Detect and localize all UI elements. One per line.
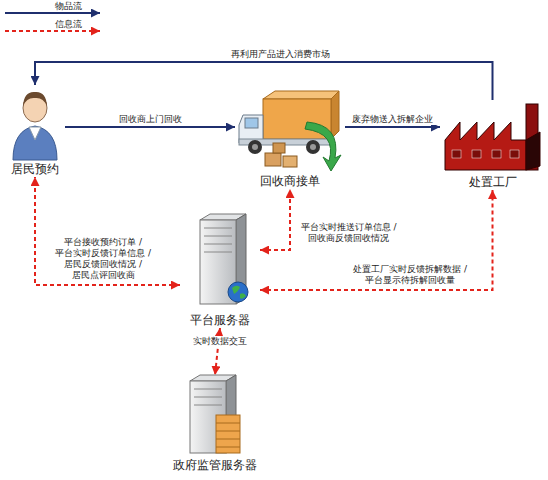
person-hair: [23, 92, 47, 106]
storage-stack: [216, 415, 240, 453]
wheel-hub: [310, 144, 316, 150]
server-slot: [194, 405, 222, 406]
node-icon: [235, 85, 345, 173]
parcel: [265, 153, 281, 166]
factory-window: [510, 150, 519, 158]
factory-window: [472, 150, 481, 158]
legend-solid-sample: [5, 12, 100, 14]
platform-server-node: 平台服务器: [180, 212, 260, 328]
factory-window: [492, 150, 501, 158]
node-label: 平台服务器: [190, 312, 250, 328]
flow-label: 平台接收预约订单 /平台实时反馈订单信息 /居民反馈回收情况 /居民点评回收商: [38, 237, 168, 281]
cargo-side: [331, 91, 339, 139]
recycle-arrow: [305, 122, 341, 171]
information-flow: [35, 177, 180, 285]
information-flow: [260, 190, 493, 290]
flow-label: 再利用产品进入消费市场: [200, 49, 360, 60]
truck-wheel: [248, 140, 262, 154]
truck-wheel: [306, 140, 320, 154]
server-slot: [204, 236, 232, 237]
legend-dashed-sample: [5, 30, 100, 32]
factory-node: 处置工厂: [440, 100, 545, 190]
node-label: 政府监管服务器: [173, 457, 257, 473]
node-label: 居民预约: [11, 161, 59, 177]
node-icon: [5, 85, 65, 161]
node-icon: [180, 212, 260, 312]
flow-label: 回收商上门回收: [90, 114, 210, 125]
wheel-hub: [252, 144, 258, 150]
material-flow: [345, 126, 440, 128]
material-flow: [35, 62, 493, 100]
node-label: 处置工厂: [469, 174, 517, 190]
parcel: [273, 143, 285, 153]
globe: [228, 282, 248, 302]
material-flow: [65, 126, 235, 128]
server-slot: [204, 244, 232, 245]
truck-window: [245, 118, 258, 128]
node-label: 回收商接单: [260, 173, 320, 189]
storage-line: [216, 439, 240, 440]
server-slot: [204, 228, 232, 229]
legend-label: 物品流: [55, 0, 82, 13]
storage-line: [216, 431, 240, 432]
storage-line: [216, 423, 240, 424]
collector-node: 回收商接单: [235, 85, 345, 189]
person-collar: [29, 127, 41, 140]
globe-land: [232, 286, 246, 299]
flow-label: 实时数据交互: [182, 336, 258, 347]
government-server-node: 政府监管服务器: [150, 375, 280, 473]
node-icon: [150, 375, 280, 457]
cargo-top: [263, 91, 339, 99]
person-body: [13, 126, 57, 160]
parcel: [283, 156, 297, 167]
factory-wall: [445, 122, 526, 170]
flow-label: 处置工厂实时反馈拆解数据 /平台显示待拆解回收量: [340, 264, 480, 286]
factory-side: [526, 132, 540, 170]
factory-window: [452, 150, 461, 158]
node-icon: [440, 100, 545, 174]
server-slot: [194, 397, 222, 398]
information-flow: [260, 189, 290, 250]
server-slot: [194, 389, 222, 390]
flow-label: 废弃物送入拆解企业: [345, 114, 440, 125]
resident-node: 居民预约: [5, 85, 65, 177]
storage-line: [216, 447, 240, 448]
flow-label: 平台实时推送订单信息 /回收商反馈回收情况: [296, 222, 401, 244]
server-slot: [204, 252, 232, 253]
legend-label: 信息流: [55, 18, 82, 31]
